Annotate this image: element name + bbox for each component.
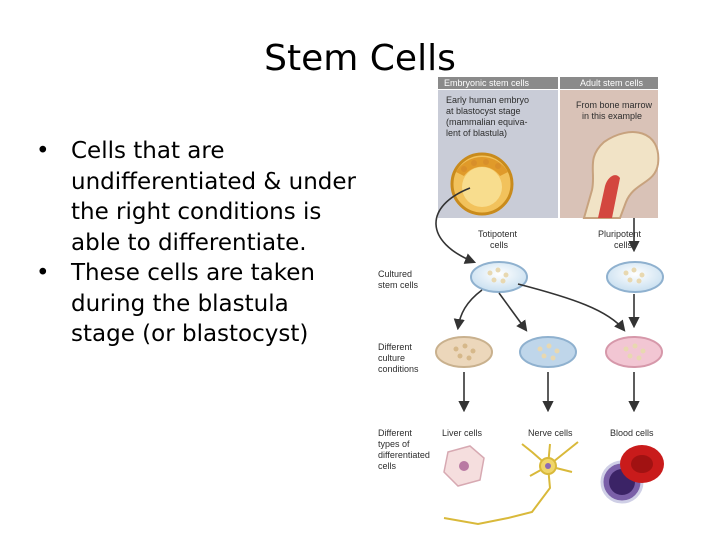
embryonic-header: Embryonic stem cells [444, 78, 530, 88]
culture-dish-blue [519, 336, 577, 368]
blood-cells-illustration [600, 445, 664, 504]
bullet-item: • Cells that are undifferentiated & unde… [36, 136, 356, 258]
nerve-cell-illustration [443, 441, 579, 526]
slide-title: Stem Cells [264, 38, 456, 79]
cultured-label: stem cells [378, 280, 419, 290]
totipotent-label: Totipotent [478, 229, 518, 239]
culture-conditions-label: culture [378, 353, 405, 363]
adult-header-bar [560, 77, 658, 89]
differentiated-label: differentiated [378, 450, 430, 460]
bullet-text: These cells are taken during the blastul… [71, 260, 315, 347]
arrow-to-pink-dish [517, 283, 626, 332]
adult-header: Adult stem cells [580, 78, 644, 88]
cultured-label: Cultured [378, 269, 412, 279]
arrow-to-blue-dish [498, 292, 528, 332]
embryo-caption-line: at blastocyst stage [446, 106, 521, 116]
marrow-caption-line: in this example [582, 111, 642, 121]
embryo-caption-line: (mammalian equiva- [446, 117, 528, 127]
blastocyst-illustration [450, 152, 514, 216]
pluripotent-label: cells [614, 240, 633, 250]
cultured-dish-left [470, 261, 528, 293]
liver-cell-illustration [443, 445, 485, 487]
culture-dish-tan [435, 336, 493, 368]
bullet-glyph: • [36, 260, 50, 286]
bone-illustration [582, 131, 660, 219]
culture-conditions-label: conditions [378, 364, 419, 374]
culture-conditions-label: Different [378, 342, 412, 352]
marrow-caption-line: From bone marrow [576, 100, 653, 110]
differentiated-label: types of [378, 439, 410, 449]
liver-cells-label: Liver cells [442, 428, 483, 438]
embryo-caption-line: Early human embryo [446, 95, 529, 105]
arrow-to-tan-dish [453, 289, 483, 331]
arrow-embryo-to-dish [435, 187, 477, 264]
bullet-glyph: • [36, 138, 50, 164]
embryonic-header-bar [438, 77, 558, 89]
bullet-text: Cells that are undifferentiated & under … [71, 138, 357, 256]
stem-cell-diagram: Embryonic stem cells Adult stem cells Ea… [372, 72, 698, 532]
differentiated-label: cells [378, 461, 397, 471]
bullet-item: • These cells are taken during the blast… [36, 258, 356, 350]
embryo-caption-line: lent of blastula) [446, 128, 507, 138]
culture-dish-pink [605, 336, 663, 368]
diagram-svg: Embryonic stem cells Adult stem cells Ea… [378, 77, 664, 526]
bullet-list: • Cells that are undifferentiated & unde… [36, 136, 356, 350]
pluripotent-label: Pluripotent [598, 229, 642, 239]
nerve-cells-label: Nerve cells [528, 428, 573, 438]
totipotent-label: cells [490, 240, 509, 250]
blood-cells-label: Blood cells [610, 428, 654, 438]
cultured-dish-right [606, 261, 664, 293]
differentiated-label: Different [378, 428, 412, 438]
